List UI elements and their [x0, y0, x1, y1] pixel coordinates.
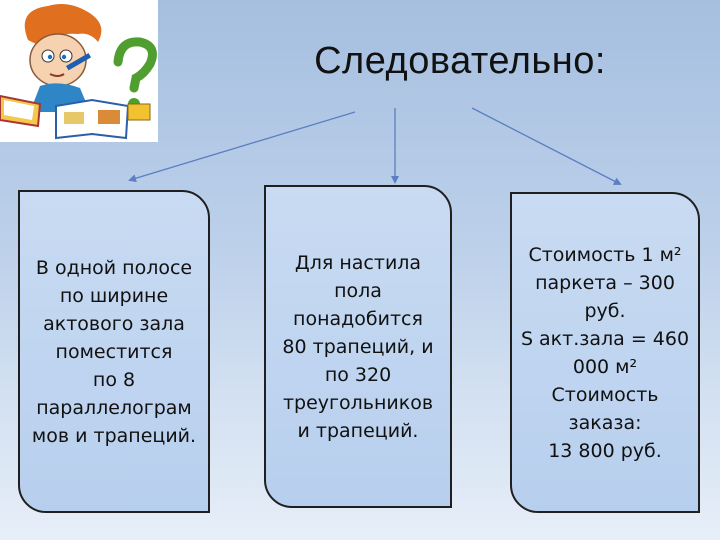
page-title: Следовательно: — [314, 40, 606, 82]
boy-thinking-illustration — [0, 0, 158, 142]
boy-thinking-with-books-and-question-mark-icon — [0, 4, 157, 140]
info-box-text: В одной полосе по ширине актового зала п… — [31, 256, 197, 447]
info-box-strip-count: В одной полосе по ширине актового зала п… — [18, 190, 210, 513]
info-box-text: Стоимость 1 м² паркета – 300 руб. S акт.… — [520, 243, 690, 462]
arrow-icon — [471, 107, 622, 185]
arrow-icon — [128, 111, 356, 183]
info-box-cost: Стоимость 1 м² паркета – 300 руб. S акт.… — [510, 192, 700, 513]
info-box-floor-total: Для настила пола понадобится 80 трапеций… — [264, 185, 452, 508]
info-box-text: Для настила пола понадобится 80 трапеций… — [282, 251, 434, 442]
